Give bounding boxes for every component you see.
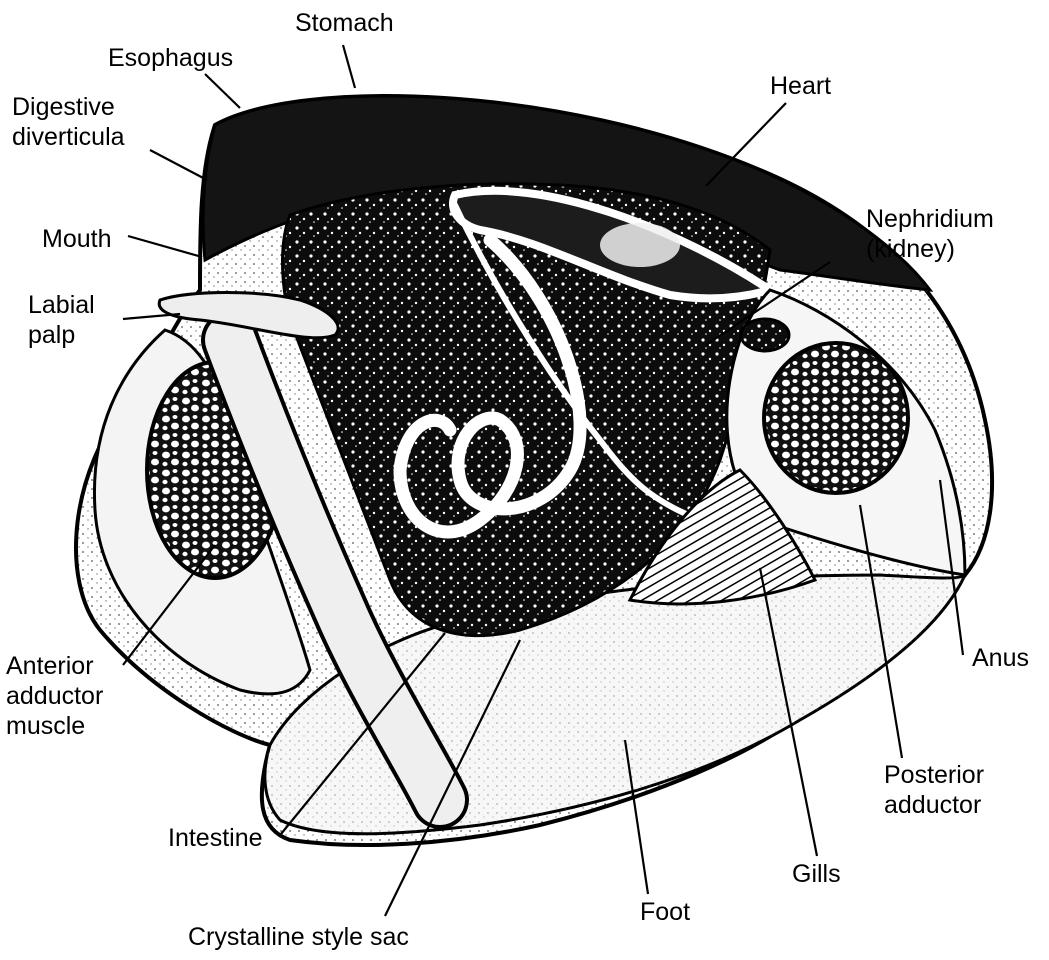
label-crystalline-style-sac: Crystalline style sac (188, 922, 409, 952)
label-intestine: Intestine (168, 823, 263, 853)
label-anus: Anus (972, 643, 1029, 673)
label-gills: Gills (792, 859, 841, 889)
label-stomach: Stomach (295, 8, 394, 38)
label-heart: Heart (770, 71, 831, 101)
label-esophagus: Esophagus (108, 43, 233, 73)
label-foot: Foot (640, 897, 690, 927)
label-mouth: Mouth (42, 224, 111, 254)
nephridium-shape (741, 319, 789, 351)
posterior-adductor-shape (764, 343, 908, 493)
label-nephridium: Nephridium(kidney) (866, 204, 994, 264)
